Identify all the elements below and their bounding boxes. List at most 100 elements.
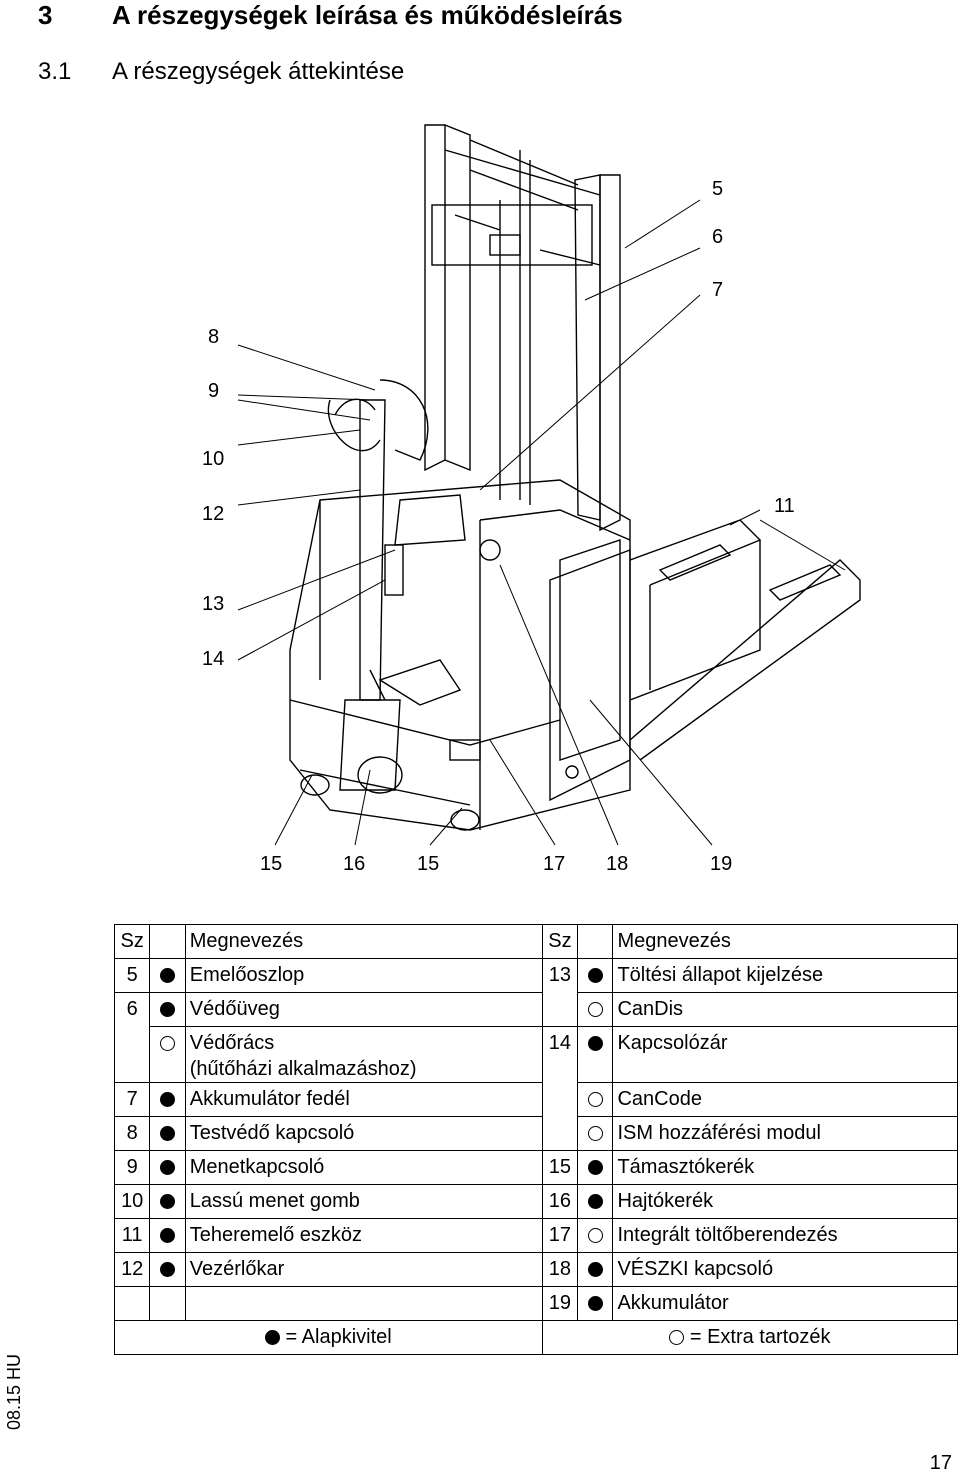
row-name-2: Integrált töltőberendezés (612, 1218, 958, 1253)
standard-marker-icon (160, 1194, 176, 1210)
row-number: 12 (113, 1252, 151, 1287)
row-name-2: Töltési állapot kijelzése (612, 958, 958, 993)
lift-mast (424, 124, 621, 532)
row-number: 6 (113, 992, 151, 1027)
standard-marker-icon (160, 1002, 176, 1018)
left-marker-cell (149, 1218, 186, 1253)
row-name: Teheremelő eszköz (184, 1218, 543, 1253)
row-name-2: Támasztókerék (612, 1150, 958, 1185)
callout-17: 17 (543, 853, 565, 875)
callout-labels: 5 6 7 8 9 10 12 11 13 14 15 16 15 17 18 … (202, 178, 795, 875)
row-number: 7 (113, 1082, 151, 1117)
optional-marker-icon (160, 1036, 176, 1052)
row-name: Vezérlőkar (184, 1252, 543, 1287)
truck-body (289, 479, 631, 831)
page-number: 17 (929, 1452, 952, 1474)
header-name: Megnevezés (184, 924, 543, 959)
callout-12: 12 (202, 503, 224, 525)
callout-19: 19 (710, 853, 732, 875)
row-number-2: 17 (541, 1218, 579, 1253)
row-name-2: ISM hozzáférési modul (612, 1116, 958, 1151)
standard-marker-icon (160, 1160, 176, 1176)
optional-marker-icon (669, 1330, 685, 1346)
tiller-arm (327, 379, 429, 701)
left-marker-cell (149, 992, 186, 1027)
row-number (113, 1286, 151, 1321)
row-name: Testvédő kapcsoló (184, 1116, 543, 1151)
table-row: 19 Akkumulátor (113, 1286, 958, 1321)
standard-marker-icon (587, 1160, 603, 1176)
header-sz-2: Sz (541, 924, 579, 959)
row-number-2: 14 (541, 1026, 579, 1083)
callout-11: 11 (774, 495, 795, 517)
row-name: Lassú menet gomb (184, 1184, 543, 1219)
row-number-2 (541, 1082, 579, 1117)
callout-15b: 15 (417, 853, 439, 875)
header-marker-2 (577, 924, 614, 959)
right-marker-cell (577, 1218, 614, 1253)
standard-marker-icon (160, 968, 176, 984)
optional-marker-icon (587, 1002, 603, 1018)
callout-10: 10 (202, 448, 224, 470)
callout-5: 5 (712, 178, 723, 200)
left-marker-cell (149, 1286, 186, 1321)
legend-optional-label: = Extra tartozék (689, 1326, 831, 1348)
row-name-2: VÉSZKI kapcsoló (612, 1252, 958, 1287)
callout-6: 6 (712, 226, 723, 248)
load-forks (629, 519, 861, 761)
row-name-2: CanCode (612, 1082, 958, 1117)
pallet-truck-illustration: 5 6 7 8 9 10 12 11 13 14 15 16 15 17 18 … (202, 124, 861, 875)
header-name-2: Megnevezés (612, 924, 958, 959)
table-header-row: Sz Megnevezés Sz Megnevezés (113, 924, 958, 959)
legend-row: = Alapkivitel = Extra tartozék (114, 1320, 959, 1355)
section-title: A részegységek áttekintése (112, 58, 405, 85)
standard-marker-icon (160, 1092, 176, 1108)
standard-marker-icon (160, 1228, 176, 1244)
chapter-number: 3 (38, 0, 53, 30)
chapter-heading: 3 A részegységek leírása és működésleírás (38, 0, 623, 31)
row-name-line: Védőrács (189, 1032, 275, 1054)
standard-marker-icon (264, 1330, 280, 1346)
callout-9: 9 (208, 380, 219, 402)
row-number-2: 19 (541, 1286, 579, 1321)
standard-marker-icon (587, 1296, 603, 1312)
optional-marker-icon (587, 1092, 603, 1108)
row-name: Akkumulátor fedél (184, 1082, 543, 1117)
row-name: Védőrács(hűtőházi alkalmazáshoz) (184, 1026, 543, 1083)
row-number: 5 (113, 958, 151, 993)
header-marker (149, 924, 186, 959)
row-name-2: Akkumulátor (612, 1286, 958, 1321)
row-number: 10 (113, 1184, 151, 1219)
right-marker-cell (577, 1150, 614, 1185)
row-number-2 (541, 1116, 579, 1151)
row-number-2: 13 (541, 958, 579, 993)
chapter-title: A részegységek leírása és működésleírás (112, 0, 623, 30)
right-marker-cell (577, 1026, 614, 1083)
row-name: Emelőoszlop (184, 958, 543, 993)
callout-14: 14 (202, 648, 224, 670)
parts-table: Sz Megnevezés Sz Megnevezés 5 Emelőoszlop… (113, 924, 959, 1355)
callout-15a: 15 (260, 853, 282, 875)
row-number-2: 16 (541, 1184, 579, 1219)
legend-optional: = Extra tartozék (541, 1320, 959, 1355)
callout-13: 13 (202, 593, 224, 615)
legend-standard: = Alapkivitel (114, 1320, 543, 1355)
row-name (184, 1286, 543, 1321)
right-marker-cell (577, 992, 614, 1027)
standard-marker-icon (160, 1126, 176, 1142)
row-number-2: 18 (541, 1252, 579, 1287)
document-code: 08.15 HU (4, 1353, 24, 1430)
row-number: 11 (113, 1218, 151, 1253)
row-number-2 (541, 992, 579, 1027)
standard-marker-icon (587, 1036, 603, 1052)
left-marker-cell (149, 1184, 186, 1219)
row-number: 8 (113, 1116, 151, 1151)
